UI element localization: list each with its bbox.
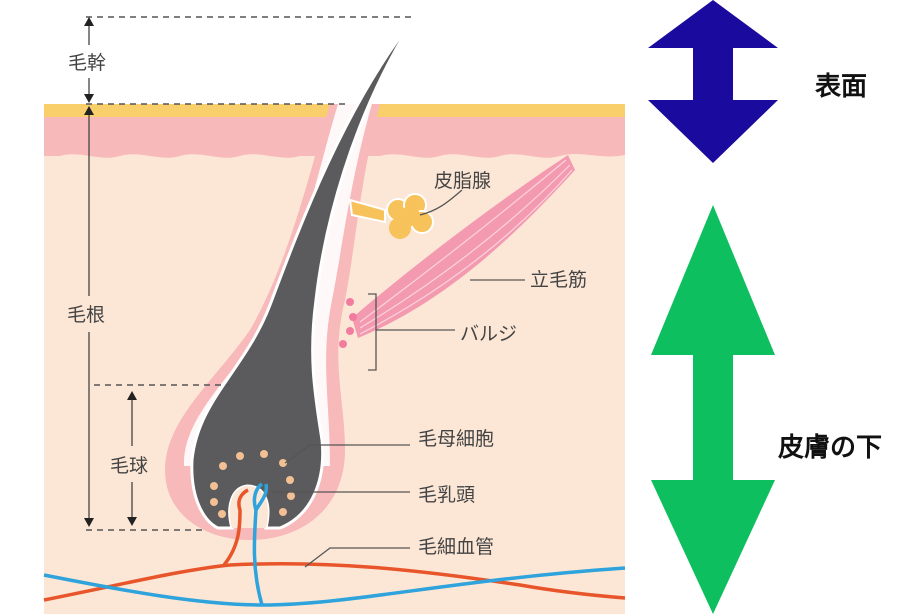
blood-vessels [43,482,626,607]
leader-lines [272,189,525,568]
label-hair-shaft: 毛幹 [68,52,106,74]
label-bulge: バルジ [460,323,517,345]
label-under-skin: 皮膚の下 [778,433,882,463]
label-arrector-pili: 立毛筋 [530,269,587,291]
label-hair-bulb: 毛球 [110,455,148,477]
label-hair-root: 毛根 [67,304,105,326]
label-dermal-papilla: 毛乳頭 [418,484,475,506]
under-skin-double-arrow-icon [651,205,775,614]
label-capillaries: 毛細血管 [418,536,494,558]
dimension-markers [84,16,412,531]
bulge-bracket [368,293,377,371]
label-hair-matrix-cells: 毛母細胞 [418,428,494,450]
label-surface: 表面 [815,72,867,102]
surface-double-arrow-icon [648,0,778,163]
label-sebaceous-gland: 皮脂腺 [434,170,491,192]
bulge-cells [339,298,357,348]
hair-matrix-cells [210,450,295,518]
sebaceous-gland [348,193,434,239]
arrector-pili-muscle [352,155,575,338]
